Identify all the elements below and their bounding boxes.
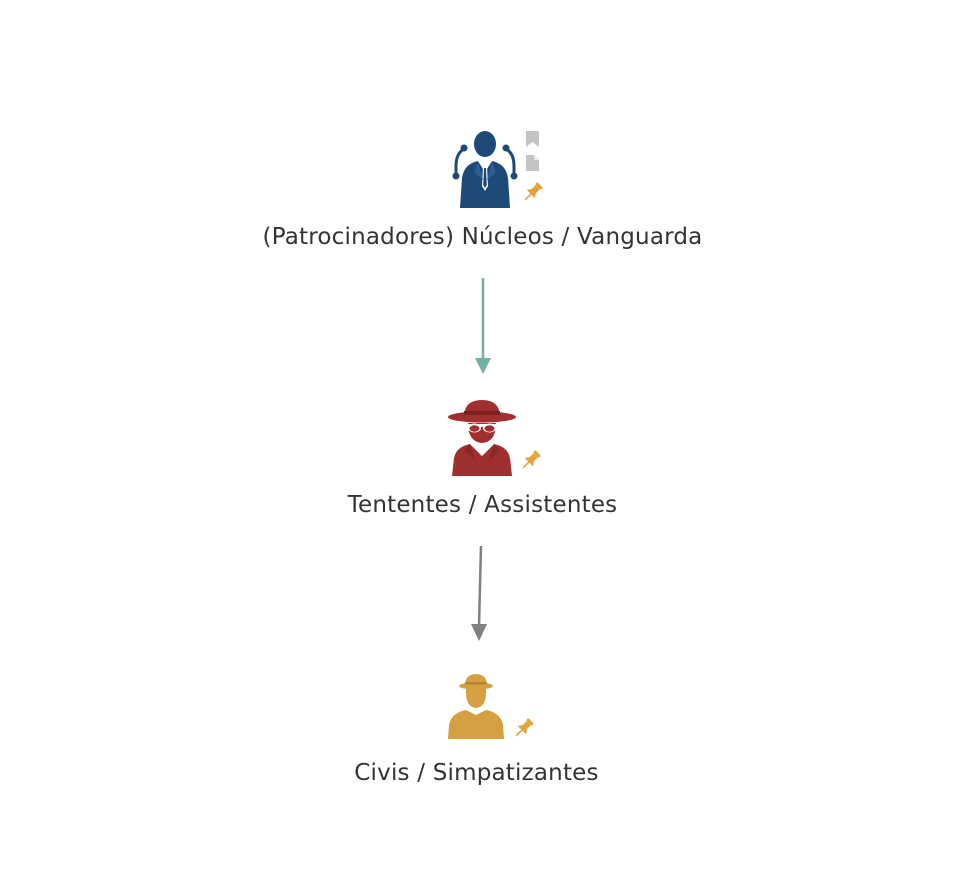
civilian-person-icon <box>448 674 504 739</box>
pin-icon[interactable] <box>512 716 536 740</box>
businessman-network-icon <box>452 131 518 208</box>
bookmark-icon[interactable] <box>526 131 539 147</box>
node-label: Tententes / Assistentes <box>347 492 618 518</box>
node-label: (Patrocinadores) Núcleos / Vanguarda <box>262 224 703 250</box>
spy-agent-icon <box>448 400 516 476</box>
edge-tententes-to-civis[interactable] <box>471 545 487 641</box>
pin-icon[interactable] <box>519 448 543 472</box>
edge-nucleos-to-tententes[interactable] <box>475 278 491 374</box>
document-icon[interactable] <box>526 155 539 171</box>
node-label: Civis / Simpatizantes <box>354 760 599 786</box>
pin-icon[interactable] <box>521 180 545 204</box>
